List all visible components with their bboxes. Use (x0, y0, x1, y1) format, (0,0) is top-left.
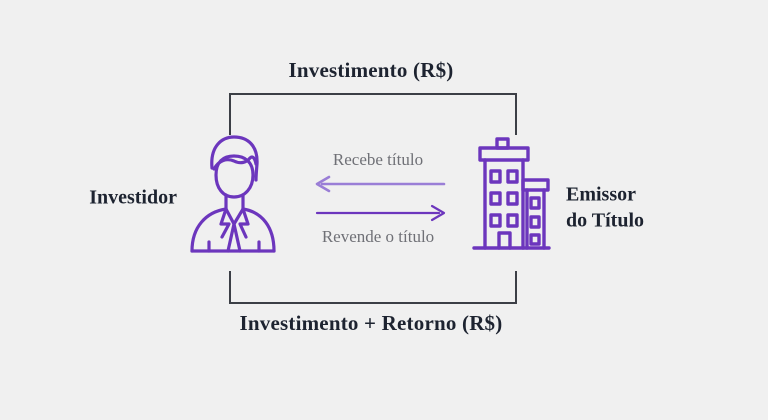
top-flow-label: Investimento (R$) (288, 58, 454, 82)
bottom-bracket (229, 271, 517, 304)
issuer-label: Emissor do Título (566, 182, 644, 233)
issuer-label-line1: Emissor (566, 183, 636, 206)
arrow-left-icon (315, 175, 446, 193)
office-building-icon (470, 136, 552, 261)
flow-label-recebe-titulo: Recebe título (332, 150, 424, 169)
issuer-label-line2: do Título (566, 209, 644, 231)
top-bracket (229, 93, 517, 135)
bottom-flow-label: Investimento + Retorno (R$) (239, 311, 503, 335)
arrow-right-icon (315, 204, 446, 222)
investor-label: Investidor (89, 186, 177, 209)
flow-label-revende-o-titulo: Revende o título (321, 227, 435, 246)
businessperson-icon (186, 132, 278, 261)
